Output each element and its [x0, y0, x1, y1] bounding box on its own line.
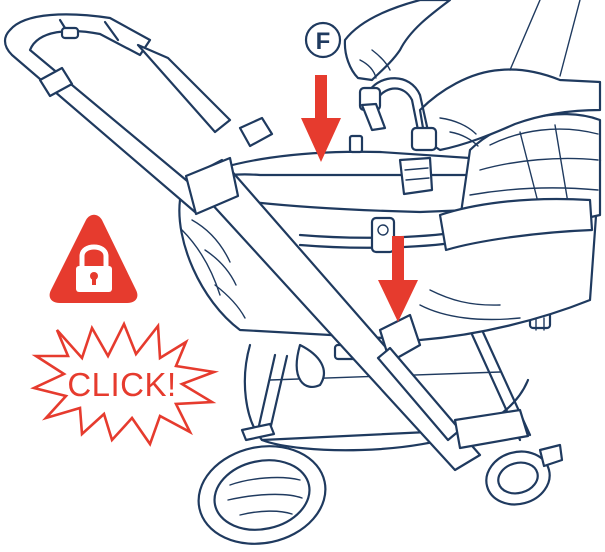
padlock-warning-icon [50, 215, 138, 303]
rear-wheel [189, 435, 334, 552]
step-badge: F [306, 23, 340, 57]
click-burst-icon: CLICK! [34, 324, 214, 444]
down-arrow-icon [301, 75, 341, 162]
front-wheel [480, 445, 562, 512]
step-letter: F [316, 28, 331, 55]
click-label: CLICK! [67, 366, 176, 403]
